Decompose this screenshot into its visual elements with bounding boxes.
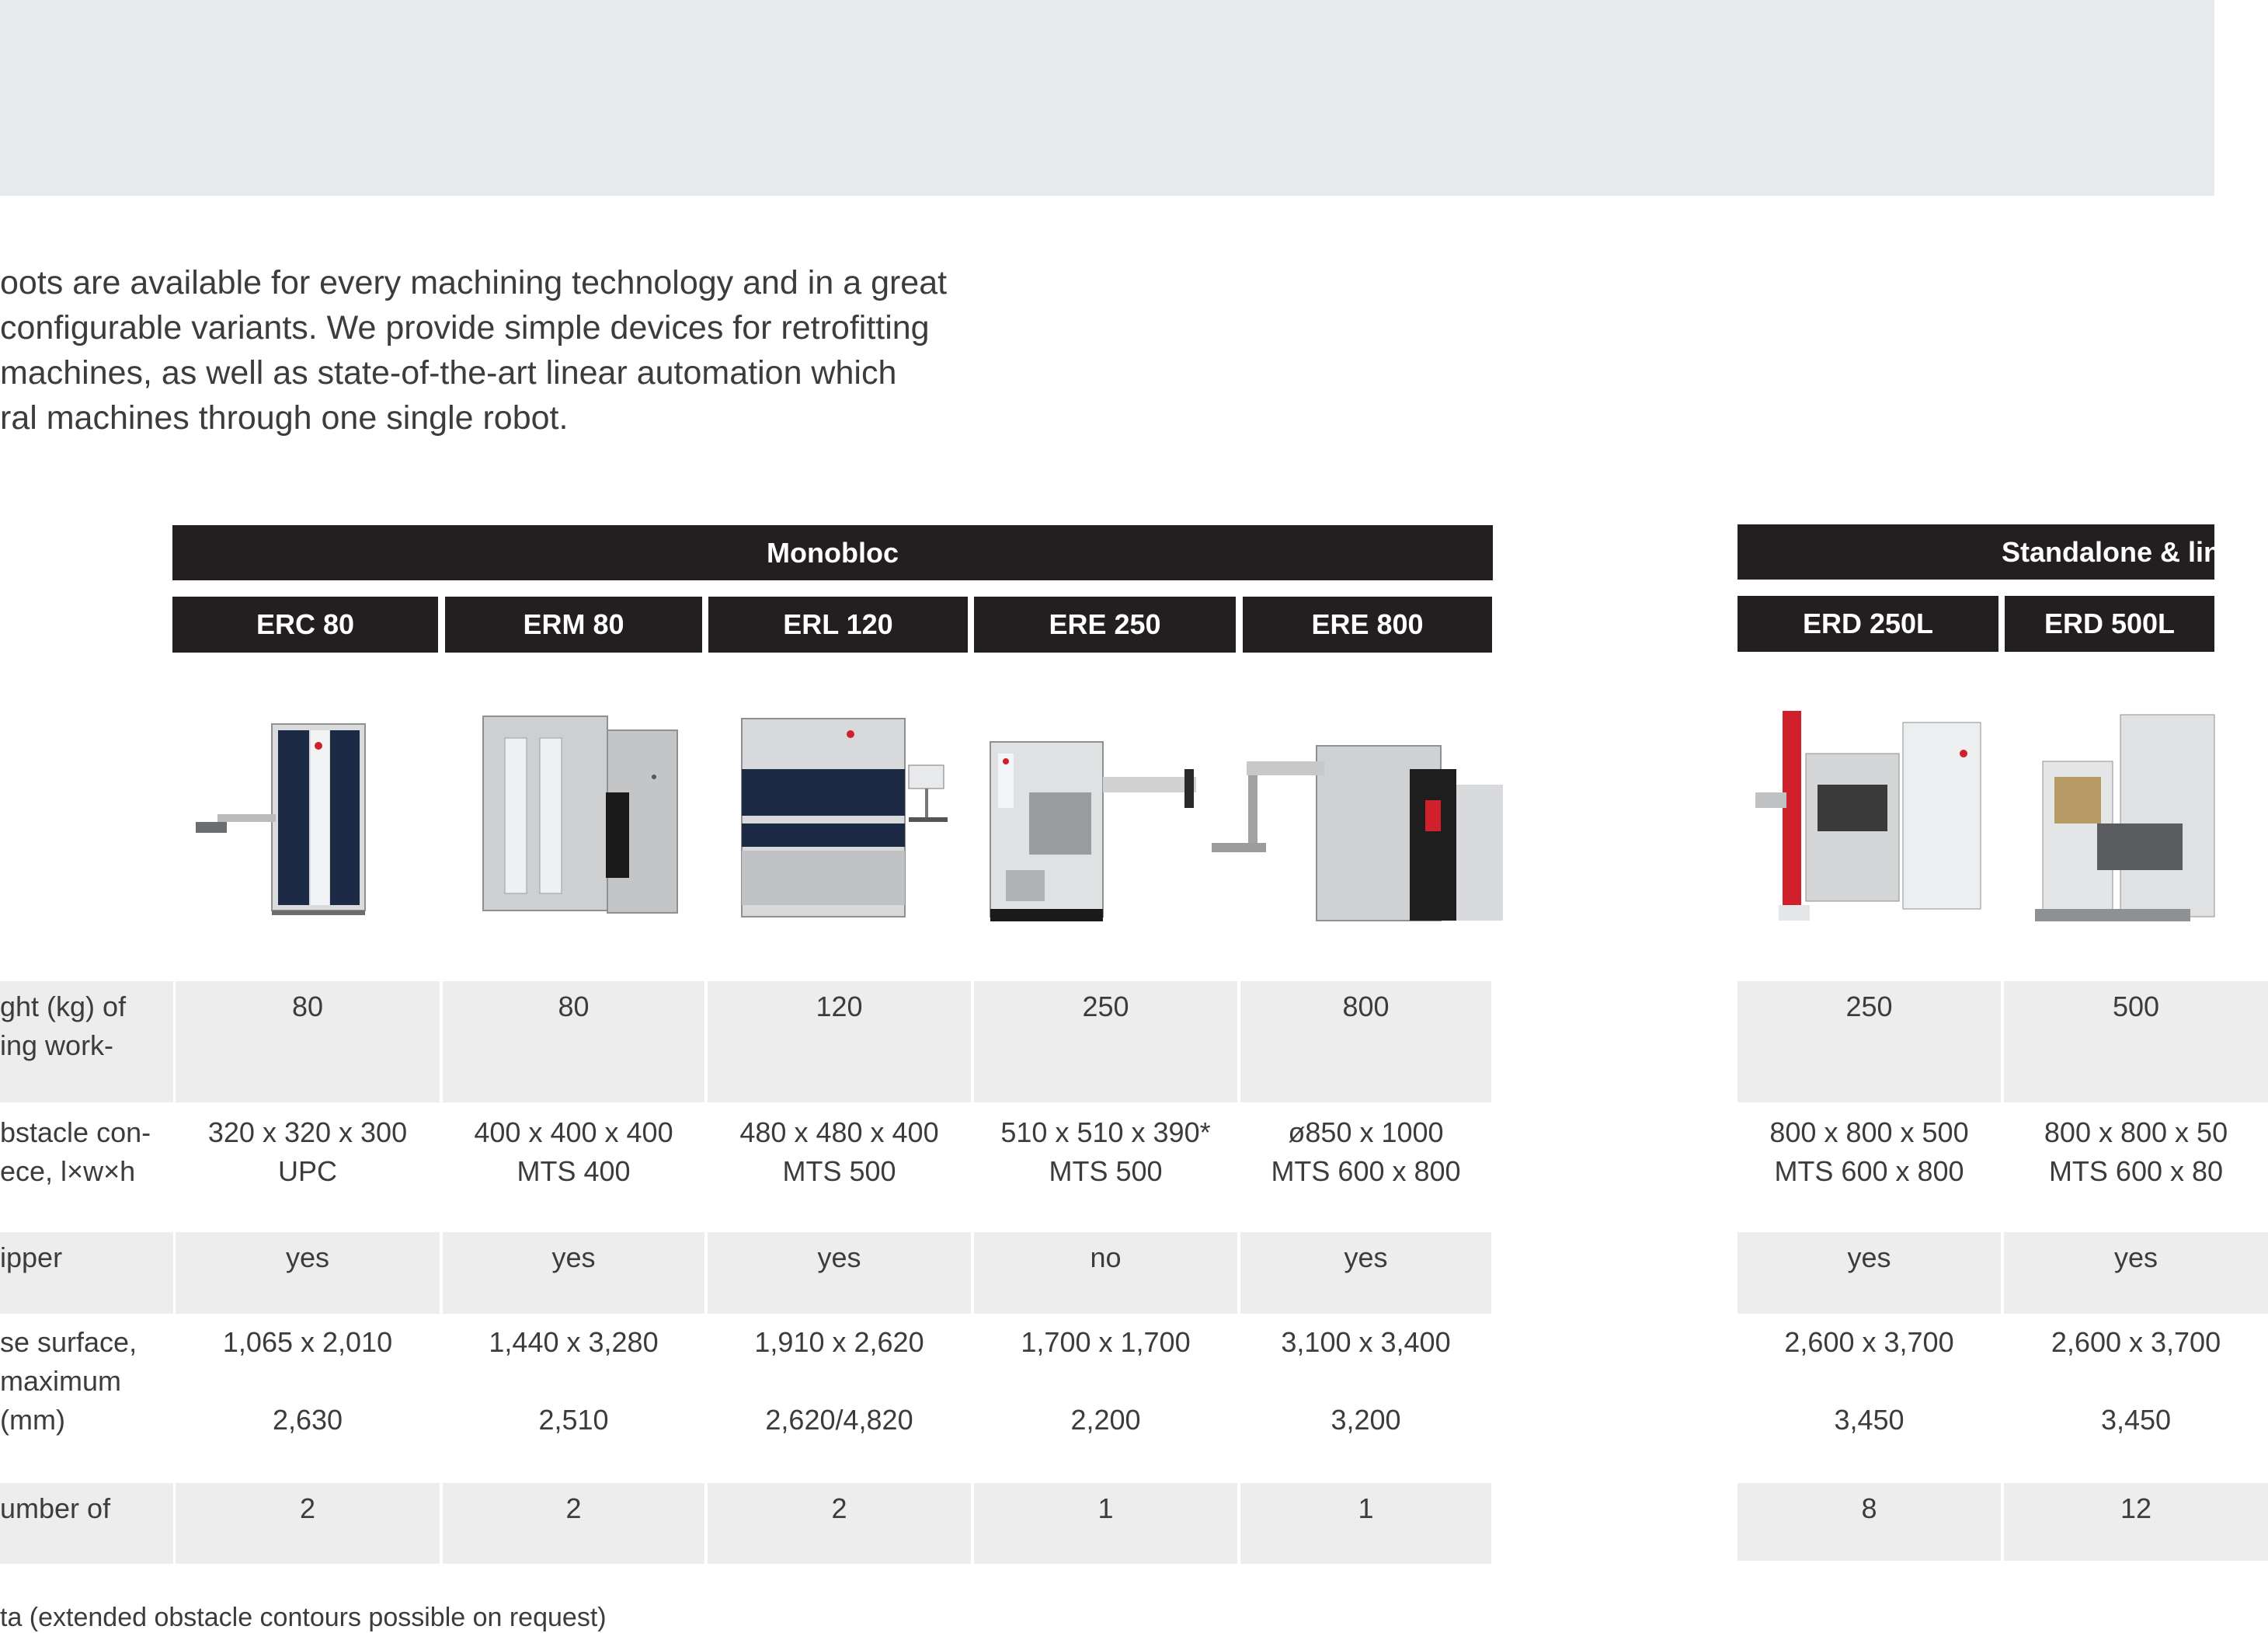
cell-weight-erd-500l: 500 bbox=[2004, 981, 2268, 1102]
erd-250l-machine-image bbox=[1755, 711, 1981, 921]
erc-80-machine-image bbox=[196, 723, 366, 915]
group-header-standalone: Standalone & lin bbox=[1738, 524, 2221, 580]
model-header-erm-80: ERM 80 bbox=[445, 597, 702, 653]
cell-gripper-ere-800: yes bbox=[1240, 1232, 1491, 1314]
intro-line: oots are available for every machining t… bbox=[0, 264, 948, 301]
cell-number-ere-800: 1 bbox=[1240, 1483, 1491, 1564]
header-band bbox=[0, 0, 2214, 196]
model-header-erc-80: ERC 80 bbox=[172, 597, 438, 653]
footnote: ta (extended obstacle contours possible … bbox=[0, 1603, 607, 1632]
cell-number-erd-500l: 12 bbox=[2004, 1483, 2268, 1561]
cell-number-ere-250: 1 bbox=[974, 1483, 1237, 1564]
row-label-surface: se surface, maximum (mm) bbox=[0, 1326, 137, 1436]
row-label-gripper: ipper bbox=[0, 1232, 173, 1314]
ere-250-machine-image bbox=[990, 741, 1196, 921]
intro-line: machines, as well as state-of-the-art li… bbox=[0, 354, 897, 392]
intro-line: configurable variants. We provide simple… bbox=[0, 309, 930, 346]
model-header-ere-800: ERE 800 bbox=[1243, 597, 1492, 653]
erd-500l-machine-image bbox=[2035, 714, 2215, 921]
group-header-monobloc: Monobloc bbox=[172, 525, 1493, 580]
cell-number-erd-250l: 8 bbox=[1738, 1483, 2001, 1561]
ere-800-machine-image bbox=[1212, 745, 1503, 921]
model-header-erd-250l: ERD 250L bbox=[1738, 596, 1998, 652]
model-header-erl-120: ERL 120 bbox=[708, 597, 968, 653]
cell-gripper-erm-80: yes bbox=[443, 1232, 704, 1314]
cell-number-erm-80: 2 bbox=[443, 1483, 704, 1564]
model-header-erd-500l: ERD 500L bbox=[2005, 596, 2214, 652]
cell-gripper-erd-500l: yes bbox=[2004, 1232, 2268, 1314]
cell-number-erc-80: 2 bbox=[176, 1483, 440, 1564]
cell-weight-ere-250: 250 bbox=[974, 981, 1237, 1102]
cell-gripper-erc-80: yes bbox=[176, 1232, 440, 1314]
cell-weight-erl-120: 120 bbox=[708, 981, 971, 1102]
cell-gripper-erd-250l: yes bbox=[1738, 1232, 2001, 1314]
intro-paragraph: oots are available for every machining t… bbox=[0, 260, 963, 440]
cell-gripper-erl-120: yes bbox=[708, 1232, 971, 1314]
cell-weight-erd-250l: 250 bbox=[1738, 981, 2001, 1102]
cell-gripper-ere-250: no bbox=[974, 1232, 1237, 1314]
cell-obstacle-ere-250: 510 x 510 x 390*MTS 500 bbox=[1000, 1116, 1211, 1187]
cell-number-erl-120: 2 bbox=[708, 1483, 971, 1564]
row-label-number: umber of bbox=[0, 1483, 173, 1564]
row-label-obstacle: bstacle con- ece, l×w×h bbox=[0, 1116, 151, 1187]
row-label-weight: ght (kg) of ing work- bbox=[0, 981, 173, 1102]
erl-120-machine-image bbox=[741, 718, 948, 917]
cell-weight-ere-800: 800 bbox=[1240, 981, 1491, 1102]
erm-80-machine-image bbox=[482, 716, 678, 914]
cell-weight-erm-80: 80 bbox=[443, 981, 704, 1102]
intro-line: ral machines through one single robot. bbox=[0, 399, 569, 437]
cell-weight-erc-80: 80 bbox=[176, 981, 440, 1102]
model-header-ere-250: ERE 250 bbox=[974, 597, 1236, 653]
